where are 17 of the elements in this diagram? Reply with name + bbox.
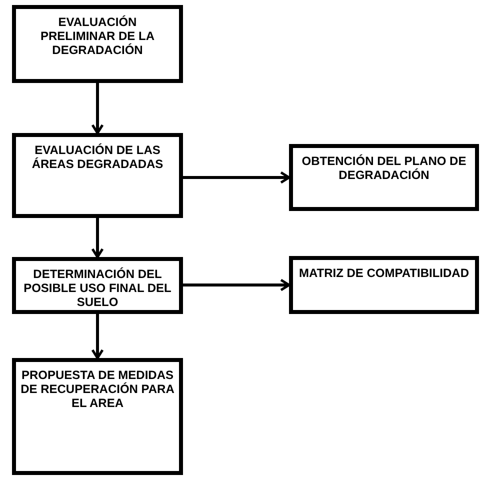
box-label: PROPUESTA DE MEDIDAS DE RECUPERACIÓN PARA EL AREA <box>20 368 175 410</box>
arrow <box>91 83 104 134</box>
arrow <box>91 314 104 360</box>
process-box <box>12 257 183 314</box>
process-box <box>12 358 183 475</box>
box-label: MATRIZ DE COMPATIBILIDAD <box>299 266 469 280</box>
box-label: OBTENCIÓN DEL PLANO DE DEGRADACIÓN <box>300 154 468 182</box>
box-label: DETERMINACIÓN DEL POSIBLE USO FINAL DEL SUELO <box>22 267 172 309</box>
process-box <box>12 5 183 83</box>
arrow <box>91 218 104 258</box>
process-box <box>12 133 183 218</box>
process-box <box>289 144 479 211</box>
box-label: EVALUACIÓN PRELIMINAR DE LA DEGRADACIÓN <box>40 15 156 57</box>
process-box <box>289 256 479 314</box>
arrow <box>183 171 290 184</box>
arrow <box>183 278 290 292</box>
box-label: EVALUACIÓN DE LAS ÁREAS DEGRADADAS <box>30 143 164 171</box>
